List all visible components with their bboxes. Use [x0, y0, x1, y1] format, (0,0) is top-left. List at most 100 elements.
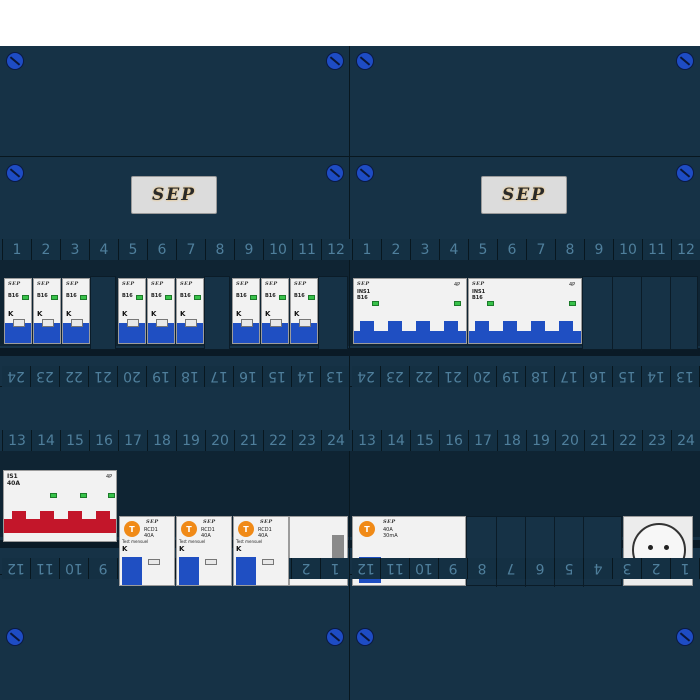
module-slot-number: 21 — [234, 430, 263, 451]
blank-cover-strip — [582, 276, 698, 351]
screw-icon — [6, 52, 24, 70]
module-slot-number: 17 — [205, 366, 234, 387]
status-led — [22, 295, 29, 300]
breaker-lever[interactable] — [34, 323, 60, 343]
module-slot-number: 12 — [321, 239, 350, 260]
blank-cover — [318, 276, 348, 350]
module-slot-number: 20 — [205, 430, 234, 451]
breaker-lever[interactable] — [148, 323, 174, 343]
rcd-lever[interactable] — [122, 557, 142, 585]
module-slot-number: 10 — [613, 239, 642, 260]
module-slot-number: 3 — [410, 239, 439, 260]
screw-icon — [356, 628, 374, 646]
module-slot-number: 3 — [60, 239, 89, 260]
module-slot-number: 9 — [89, 558, 118, 579]
module-slot-number: 24 — [321, 430, 350, 451]
module-slot-number: 10 — [410, 558, 439, 579]
circuit-breaker: SEP B16 K — [147, 278, 175, 344]
module-slot-number: 1 — [671, 558, 700, 579]
status-led — [80, 493, 87, 498]
module-slot-number: 24 — [352, 366, 381, 387]
breaker-lever[interactable] — [262, 323, 288, 343]
module-slot-number: 17 — [118, 430, 147, 451]
status-led — [50, 493, 57, 498]
module-slot-number: 9 — [234, 239, 263, 260]
module-slot-number: 6 — [147, 239, 176, 260]
breaker-lever[interactable] — [291, 323, 317, 343]
module-slot-number: 22 — [410, 366, 439, 387]
breaker-lever[interactable] — [119, 323, 145, 343]
module-slot-number: 13 — [671, 366, 700, 387]
rcd-test-button[interactable] — [205, 559, 217, 565]
module-slot-number: 12 — [352, 558, 381, 579]
breaker-lever[interactable] — [233, 323, 259, 343]
breaker-lever[interactable] — [5, 323, 31, 343]
module-slot-number: 13 — [2, 430, 31, 451]
module-slot-number: 12 — [671, 239, 700, 260]
breaker-lever[interactable] — [177, 323, 203, 343]
module-slot-number: 11 — [292, 239, 321, 260]
module-slot-number: 2 — [31, 239, 60, 260]
module-slot-number: 14 — [642, 366, 671, 387]
module-slot-number: 22 — [263, 430, 292, 451]
module-slot-number: 5 — [555, 558, 584, 579]
status-led — [250, 295, 257, 300]
status-led — [487, 301, 494, 306]
status-led — [108, 493, 115, 498]
module-slot-number: 15 — [263, 366, 292, 387]
module-slot-number: 23 — [642, 430, 671, 451]
module-slot-number: 5 — [118, 239, 147, 260]
module-slot-number: 1 — [321, 558, 350, 579]
module-slot-number: 21 — [89, 366, 118, 387]
module-slot-number: 19 — [176, 430, 205, 451]
rcd-test-button[interactable] — [148, 559, 160, 565]
module-slot-number: 20 — [118, 366, 147, 387]
module-slot-number: 3 — [613, 558, 642, 579]
screw-icon — [356, 164, 374, 182]
module-slot-number: 6 — [526, 558, 555, 579]
sep-logo: SEP — [151, 185, 197, 205]
module-slot-number: 7 — [526, 239, 555, 260]
module-slot-number: 20 — [555, 430, 584, 451]
module-slot-number: 16 — [584, 366, 613, 387]
module-slot-number: 14 — [381, 430, 410, 451]
breaker-lever[interactable] — [63, 323, 89, 343]
rcd-type-badge: T — [124, 521, 140, 537]
module-slot-number: 23 — [31, 366, 60, 387]
module-slot-number: 24 — [2, 366, 31, 387]
module-slot-number: 19 — [147, 366, 176, 387]
module-slot-number: 16 — [439, 430, 468, 451]
rcd-lever[interactable] — [179, 557, 199, 585]
module-slot-number: 15 — [410, 430, 439, 451]
module-slot-number: 12 — [2, 558, 31, 579]
module-slot-number: 9 — [439, 558, 468, 579]
module-slot-number: 4 — [439, 239, 468, 260]
module-slot-number: 18 — [526, 366, 555, 387]
module-slot-number: 11 — [31, 558, 60, 579]
panel-seam — [0, 386, 700, 387]
main-switch-lever[interactable] — [4, 519, 116, 533]
screw-icon — [326, 628, 344, 646]
module-slot-number: 13 — [321, 366, 350, 387]
status-led — [194, 295, 201, 300]
module-slot-number: 4 — [584, 558, 613, 579]
four-pole-switch: SEP INS1 B16 4P — [468, 278, 582, 344]
switch-lever[interactable] — [469, 331, 581, 343]
rcd-test-button[interactable] — [262, 559, 274, 565]
rail-cover-seam — [0, 348, 700, 356]
rail-cover-seam — [0, 540, 700, 548]
sep-logo-plate: SEP — [481, 176, 567, 214]
module-slot-number: 20 — [468, 366, 497, 387]
switch-lever[interactable] — [354, 331, 466, 343]
module-slot-number: 7 — [176, 239, 205, 260]
module-slot-number: 7 — [497, 558, 526, 579]
rcd-lever[interactable] — [236, 557, 256, 585]
status-led — [308, 295, 315, 300]
module-slot-number: 2 — [381, 239, 410, 260]
